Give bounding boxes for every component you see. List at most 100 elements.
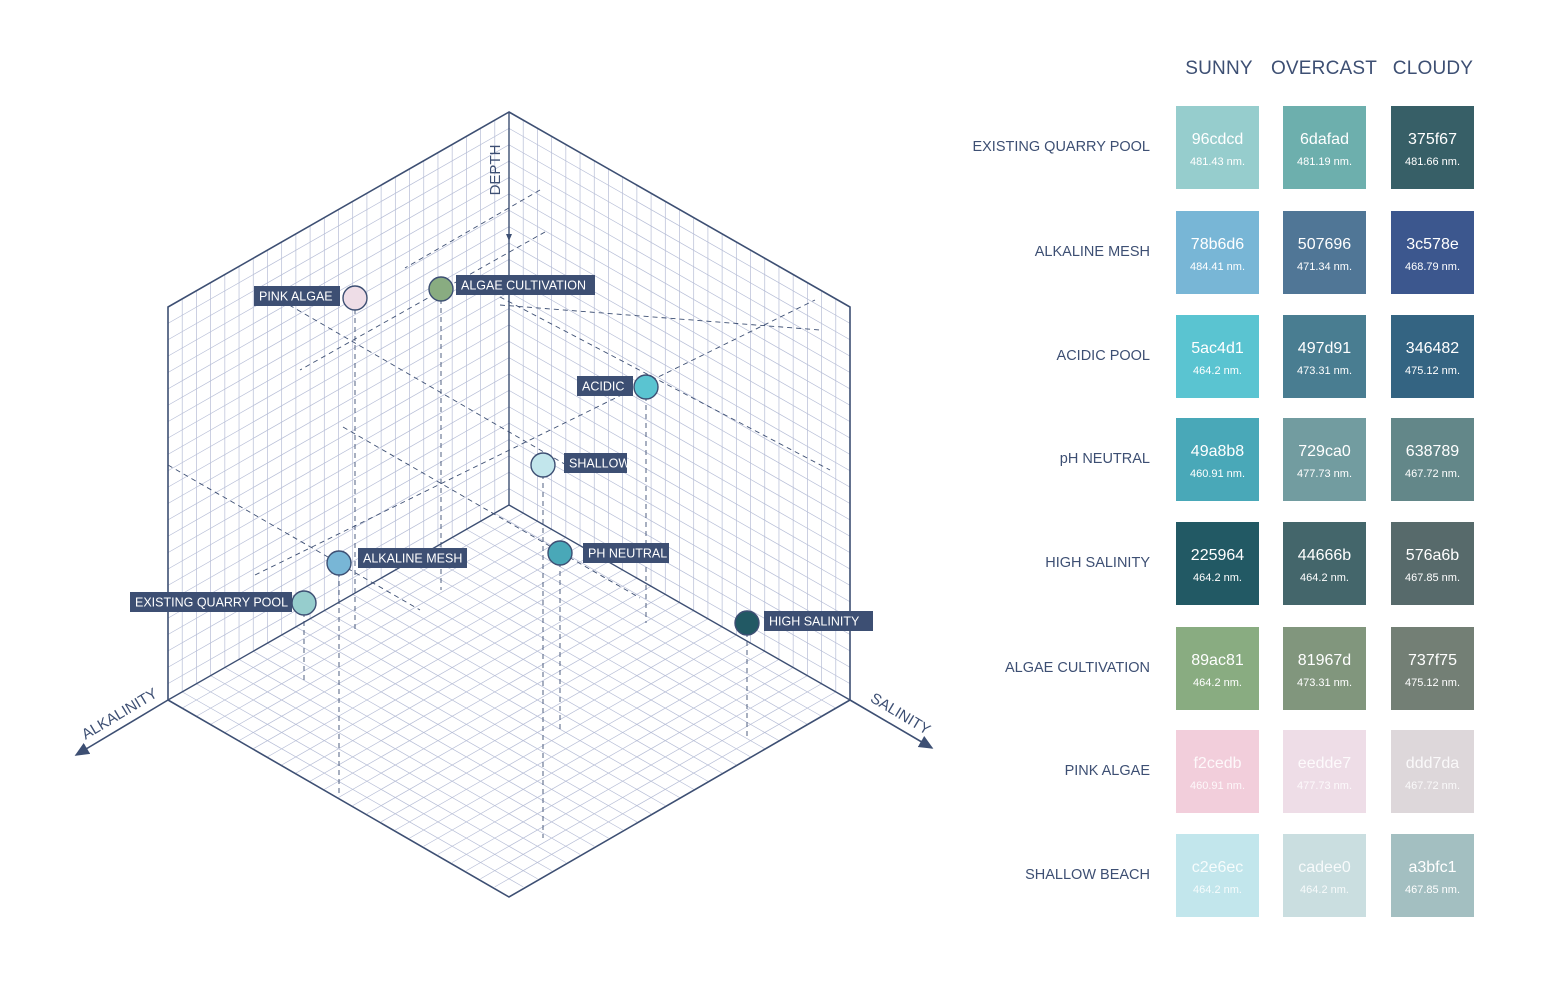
swatch-wavelength: 481.66 nm.: [1404, 156, 1461, 168]
swatch-wavelength: 484.41 nm.: [1189, 261, 1246, 273]
swatch-wavelength: 464.2 nm.: [1193, 677, 1242, 689]
row-label: SHALLOW BEACH: [1025, 867, 1150, 883]
cube-inner-edge: [167, 504, 510, 701]
swatch-hex: 5ac4d1: [1191, 340, 1244, 357]
point-marker: [547, 540, 573, 566]
swatch-wavelength: 473.31 nm.: [1296, 677, 1353, 689]
point-label: ALGAE CULTIVATION: [461, 279, 586, 293]
swatch-wavelength: 477.73 nm.: [1296, 468, 1353, 480]
point-label-bg: [564, 453, 627, 473]
cube-grid: [167, 120, 851, 888]
swatch-wavelength: 475.12 nm.: [1404, 365, 1461, 377]
swatch-hex: cadee0: [1298, 859, 1351, 876]
grid-line: [196, 683, 538, 880]
color-swatch: 497d91 473.31 nm.: [1283, 315, 1366, 398]
swatch-hex: 78b6d6: [1190, 236, 1245, 253]
point-existing-quarry-pool: EXISTING QUARRY POOL: [130, 590, 317, 616]
swatch-wavelength: 481.19 nm.: [1296, 156, 1353, 168]
point-acidic: ACIDIC: [577, 374, 659, 400]
point-marker: [342, 285, 368, 311]
grid-line: [167, 177, 510, 373]
grid-line: [480, 683, 822, 880]
row-label: ALGAE CULTIVATION: [1004, 660, 1150, 676]
projection-line: [404, 189, 541, 269]
point-label: PH NEUTRAL: [588, 547, 667, 561]
swatch-wavelength: 473.31 nm.: [1296, 365, 1353, 377]
point-marker: [633, 374, 659, 400]
color-swatch: 737f75 475.12 nm.: [1391, 627, 1474, 710]
swatch-hex: 89ac81: [1191, 652, 1244, 669]
row-label: EXISTING QUARRY POOL: [972, 139, 1150, 155]
projection-line: [499, 304, 821, 331]
swatch-wavelength: 471.34 nm.: [1296, 261, 1353, 273]
swatch-hex: 729ca0: [1298, 443, 1351, 460]
grid-line: [508, 160, 851, 357]
swatch-hex: 576a6b: [1405, 547, 1460, 564]
swatch-wavelength: 475.12 nm.: [1404, 677, 1461, 689]
swatch-hex: 638789: [1405, 443, 1460, 460]
color-swatch: 5ac4d1 464.2 nm.: [1176, 315, 1259, 398]
point-label-bg: [130, 592, 292, 612]
swatch-wavelength: 464.2 nm.: [1193, 365, 1242, 377]
grid-line: [494, 691, 836, 888]
color-swatch: 89ac81 464.2 nm.: [1176, 627, 1259, 710]
swatch-hex: a3bfc1: [1408, 859, 1457, 876]
point-label-bg: [577, 376, 633, 396]
cube-inner-edge: [508, 504, 851, 701]
axis-label-salinity: SALINITY: [867, 690, 933, 739]
color-swatch: a3bfc1 467.85 nm.: [1391, 834, 1474, 917]
swatch-hex: 81967d: [1297, 652, 1352, 669]
swatch-wavelength: 481.43 nm.: [1189, 156, 1246, 168]
swatch-wavelength: 477.73 nm.: [1296, 780, 1353, 792]
projection-lines: [167, 189, 831, 838]
color-swatch: 81967d 473.31 nm.: [1283, 627, 1366, 710]
row-label: ALKALINE MESH: [1034, 244, 1150, 260]
point-label-bg: [456, 275, 595, 295]
point-marker: [326, 550, 352, 576]
grid-line: [508, 144, 851, 341]
alkalinity-arrow: [74, 699, 169, 756]
point-label-bg: [583, 543, 669, 563]
swatch-hex: 49a8b8: [1190, 443, 1245, 460]
grid-line: [167, 160, 510, 357]
point-label-bg: [358, 548, 467, 568]
swatch-hex: c2e6ec: [1191, 859, 1244, 876]
projection-line: [254, 299, 816, 576]
point-label-bg: [254, 286, 340, 306]
column-header-overcast: OVERCAST: [1270, 58, 1378, 79]
axis-label-alkalinity: ALKALINITY: [79, 685, 161, 743]
swatch-wavelength: 464.2 nm.: [1193, 884, 1242, 896]
color-swatch: 729ca0 477.73 nm.: [1283, 418, 1366, 501]
swatch-wavelength: 468.79 nm.: [1404, 261, 1461, 273]
swatch-hex: 346482: [1405, 340, 1460, 357]
swatch-wavelength: 467.85 nm.: [1404, 884, 1461, 896]
swatch-hex: 44666b: [1297, 547, 1352, 564]
point-label: PINK ALGAE: [259, 290, 333, 304]
swatch-wavelength: 460.91 nm.: [1189, 468, 1246, 480]
point-label: HIGH SALINITY: [769, 615, 860, 629]
color-swatch: 49a8b8 460.91 nm.: [1176, 418, 1259, 501]
swatch-hex: 737f75: [1408, 652, 1457, 669]
grid-line: [167, 144, 510, 341]
point-alkaline-mesh: ALKALINE MESH: [326, 548, 467, 576]
grid-line: [508, 128, 851, 324]
row-label: pH NEUTRAL: [1059, 451, 1150, 467]
column-header-cloudy: CLOUDY: [1392, 58, 1474, 79]
axis-label-depth: DEPTH: [487, 145, 504, 196]
grid-line: [466, 675, 808, 871]
column-header-sunny: SUNNY: [1185, 58, 1253, 79]
swatch-hex: 497d91: [1297, 340, 1352, 357]
projection-line: [257, 286, 576, 471]
grid-line: [451, 667, 794, 863]
